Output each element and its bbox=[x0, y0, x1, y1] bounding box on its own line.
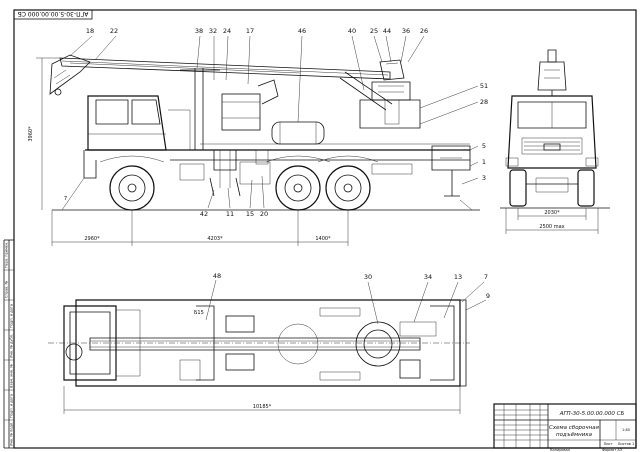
wheel-front bbox=[99, 155, 165, 211]
callout-24: 24 bbox=[223, 27, 231, 35]
scale-value: 1:80 bbox=[622, 428, 630, 432]
callout-7: 7 bbox=[484, 273, 488, 281]
callout-13: 13 bbox=[454, 273, 462, 281]
strip-cell-5: Взам. инв. № bbox=[10, 364, 14, 388]
callout-46: 46 bbox=[298, 27, 306, 35]
callout-22: 22 bbox=[110, 27, 118, 35]
format-label: Формат А3 bbox=[602, 448, 622, 452]
title-line1: Схема сборочная bbox=[549, 425, 600, 431]
callout-25: 25 bbox=[370, 27, 378, 35]
callout-11: 11 bbox=[226, 210, 234, 218]
side-strip: Перв. примен. Справ. № Подп. и дата Инв.… bbox=[3, 239, 14, 449]
rotated-stamp: АГП-30-5.00.00.000 СБ bbox=[13, 9, 93, 20]
callout-28: 28 bbox=[480, 98, 488, 106]
callout-30: 30 bbox=[364, 273, 372, 281]
callout-18: 18 bbox=[86, 27, 94, 35]
title-block: АГП-30-5.00.00.000 СБ Схема сборочная по… bbox=[493, 403, 637, 449]
side-view: 7 3960* 2960* 4203* 1400* bbox=[28, 35, 480, 246]
wheel-rear-1 bbox=[265, 155, 331, 211]
callout-26: 26 bbox=[420, 27, 428, 35]
callout-51: 51 bbox=[480, 82, 488, 90]
callout-38: 38 bbox=[195, 27, 203, 35]
callout-9: 9 bbox=[486, 292, 490, 300]
rotated-stamp-text: АГП-30-5.00.00.000 СБ bbox=[18, 10, 89, 17]
strip-cell-7: Инв. № подл. bbox=[10, 422, 14, 446]
strip-cell-4: Инв. № дубл. bbox=[10, 334, 14, 358]
side-callouts: 18 22 38 32 24 17 46 40 25 44 36 26 51 2… bbox=[86, 27, 488, 218]
callout-36: 36 bbox=[402, 27, 410, 35]
sheet-label: Лист bbox=[604, 442, 613, 446]
callout-48: 48 bbox=[213, 272, 221, 280]
callout-17: 17 bbox=[246, 27, 254, 35]
strip-cell-2: Справ. № bbox=[5, 281, 9, 298]
dim-overall-length: 10185* bbox=[253, 404, 272, 410]
wheel-rear-2 bbox=[317, 155, 379, 211]
title-line2: подъёмника bbox=[556, 432, 593, 438]
dim-d3: 1400* bbox=[315, 236, 331, 242]
top-view: Б15 10185* bbox=[48, 279, 487, 414]
front-view: 2030* 2500 max bbox=[500, 49, 610, 234]
callout-5: 5 bbox=[482, 142, 486, 150]
dim-front-inner: 2030* bbox=[544, 210, 560, 216]
callout-1: 1 bbox=[482, 158, 486, 166]
callout-32: 32 bbox=[209, 27, 217, 35]
dim-front-outer: 2500 max bbox=[539, 224, 564, 230]
strip-cell-6: Подп. и дата bbox=[10, 394, 14, 418]
callout-40: 40 bbox=[348, 27, 356, 35]
callout-44: 44 bbox=[383, 27, 391, 35]
callout-34: 34 bbox=[424, 273, 432, 281]
callout-42: 42 bbox=[200, 210, 208, 218]
dim-d1: 2960* bbox=[84, 236, 100, 242]
strip-cell-1: Перв. примен. bbox=[5, 242, 9, 268]
dim-d2: 4203* bbox=[207, 236, 223, 242]
doc-number: АГП-30-5.00.00.000 СБ bbox=[559, 411, 625, 417]
front-angle-label: 7 bbox=[64, 196, 67, 202]
plan-label: Б15 bbox=[194, 310, 204, 316]
sheets-label: Листов 1 bbox=[618, 442, 634, 446]
height-dimension: 3960* bbox=[28, 126, 34, 142]
copied-label: Копировал bbox=[550, 448, 570, 452]
callout-3: 3 bbox=[482, 174, 486, 182]
callout-20: 20 bbox=[260, 210, 268, 218]
outer-frame bbox=[13, 9, 637, 449]
callout-15: 15 bbox=[246, 210, 254, 218]
strip-cell-3: Подп. и дата bbox=[10, 304, 14, 328]
top-callouts: 48 30 34 13 7 9 bbox=[213, 272, 490, 300]
